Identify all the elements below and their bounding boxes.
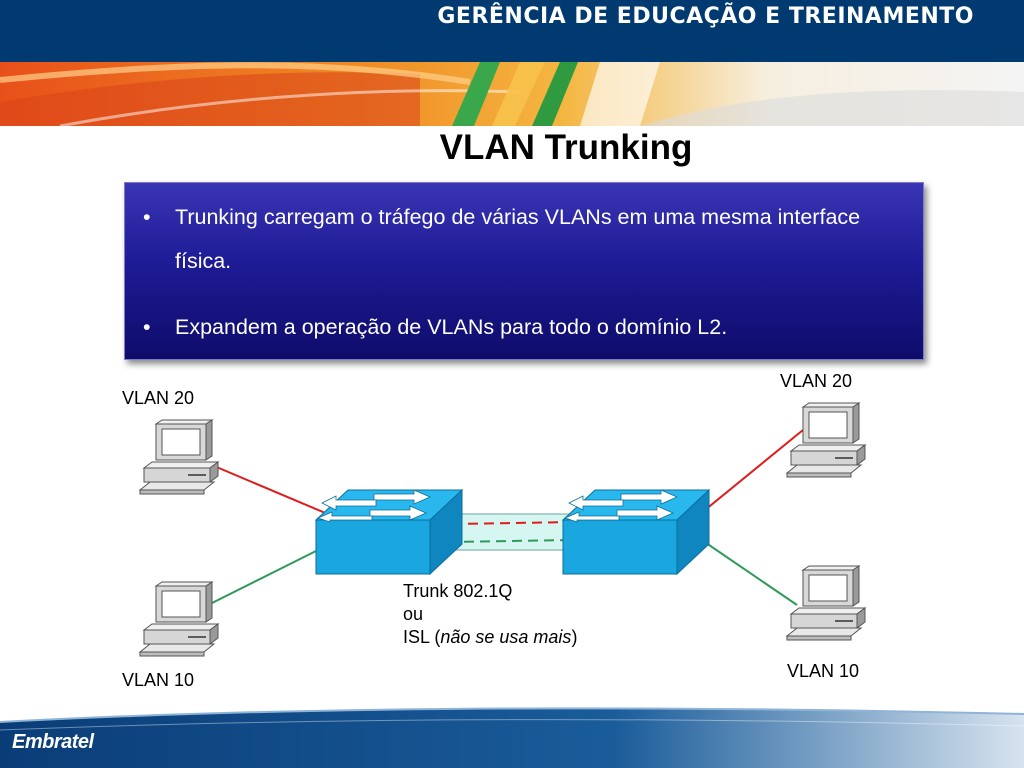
header-title: GERÊNCIA DE EDUCAÇÃO E TREINAMENTO: [437, 4, 974, 29]
bullet-text: Trunking carregam o tráfego de várias VL…: [175, 205, 861, 273]
trunk-label-prefix: ISL (: [403, 627, 441, 647]
switch-icon: [315, 489, 463, 575]
pc-icon: [786, 402, 866, 478]
trunk-link: [439, 513, 586, 551]
vlan20-link-right: [704, 429, 804, 511]
vlan20-link-left: [206, 462, 331, 516]
pc-icon: [139, 419, 219, 495]
decorative-banner: [0, 62, 1024, 126]
pc-icon: [786, 565, 866, 641]
trunk-label-note: não se usa mais: [440, 627, 572, 647]
vlan-label-left-top: VLAN 20: [122, 388, 195, 408]
bullet-marker: •: [143, 205, 151, 229]
bullet-box: • Trunking carregam o tráfego de várias …: [124, 182, 924, 360]
pc-icon: [139, 581, 219, 657]
bullet-text: Expandem a operação de VLANs para todo o…: [175, 315, 728, 339]
trunk-label-line3: ISL (não se usa mais): [403, 626, 577, 649]
embratel-logo: Embratel: [12, 731, 94, 753]
vlan10-link-left: [203, 547, 323, 608]
vlan-label-left-bottom: VLAN 10: [122, 670, 195, 690]
trunk-label-line2: ou: [403, 604, 424, 624]
trunk-label-suffix: ): [571, 627, 578, 647]
bullet-marker: •: [143, 315, 151, 339]
slide-title: VLAN Trunking: [439, 128, 693, 167]
trunk-label: Trunk 802.1Q ou ISL (não se usa mais): [403, 580, 577, 649]
vlan-label-right-top: VLAN 20: [780, 371, 853, 391]
footer-band: [0, 707, 1024, 768]
switch-icon: [562, 489, 710, 575]
trunk-label-line1: Trunk 802.1Q: [403, 581, 513, 601]
network-diagram: [139, 402, 866, 657]
vlan-label-right-bottom: VLAN 10: [787, 661, 860, 681]
header-bar: GERÊNCIA DE EDUCAÇÃO E TREINAMENTO: [0, 0, 1024, 62]
